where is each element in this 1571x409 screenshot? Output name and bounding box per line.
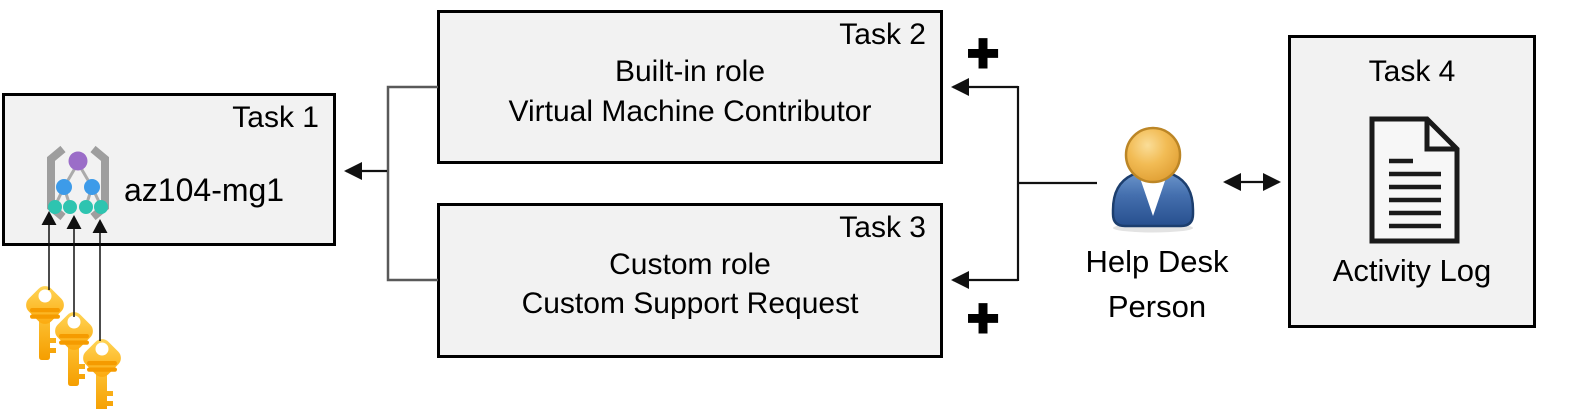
task3-box: Task 3 Custom role Custom Support Reques… <box>437 203 943 358</box>
task3-line1: Custom role <box>609 248 771 281</box>
task2-line1: Built-in role <box>614 55 766 88</box>
keys-icon <box>22 282 125 409</box>
person-icon <box>1111 126 1195 233</box>
task2-label: Task 2 <box>839 18 926 51</box>
bracket-connector-task2-task3 <box>386 85 438 282</box>
task3-line2: Custom Support Request <box>521 287 859 320</box>
task4-caption: Activity Log <box>1332 253 1492 288</box>
task3-label: Task 3 <box>839 211 926 244</box>
task4-label: Task 4 <box>1368 55 1456 88</box>
task2-box: Task 2 Built-in role Virtual Machine Con… <box>437 10 943 164</box>
plus-icon: + <box>966 22 1001 85</box>
management-group-name: az104-mg1 <box>124 172 285 208</box>
actor-name-line2: Person <box>1107 289 1207 324</box>
actor-name-line1: Help Desk <box>1085 244 1229 279</box>
task1-label: Task 1 <box>232 101 319 134</box>
task2-line2: Virtual Machine Contributor <box>508 95 872 128</box>
plus-icon: + <box>966 287 1001 350</box>
management-group-icon <box>47 145 109 221</box>
task1-box: Task 1 az104-mg1 <box>2 93 336 246</box>
task4-box: Task 4 Activity Log <box>1288 35 1536 328</box>
document-icon <box>1369 116 1460 244</box>
